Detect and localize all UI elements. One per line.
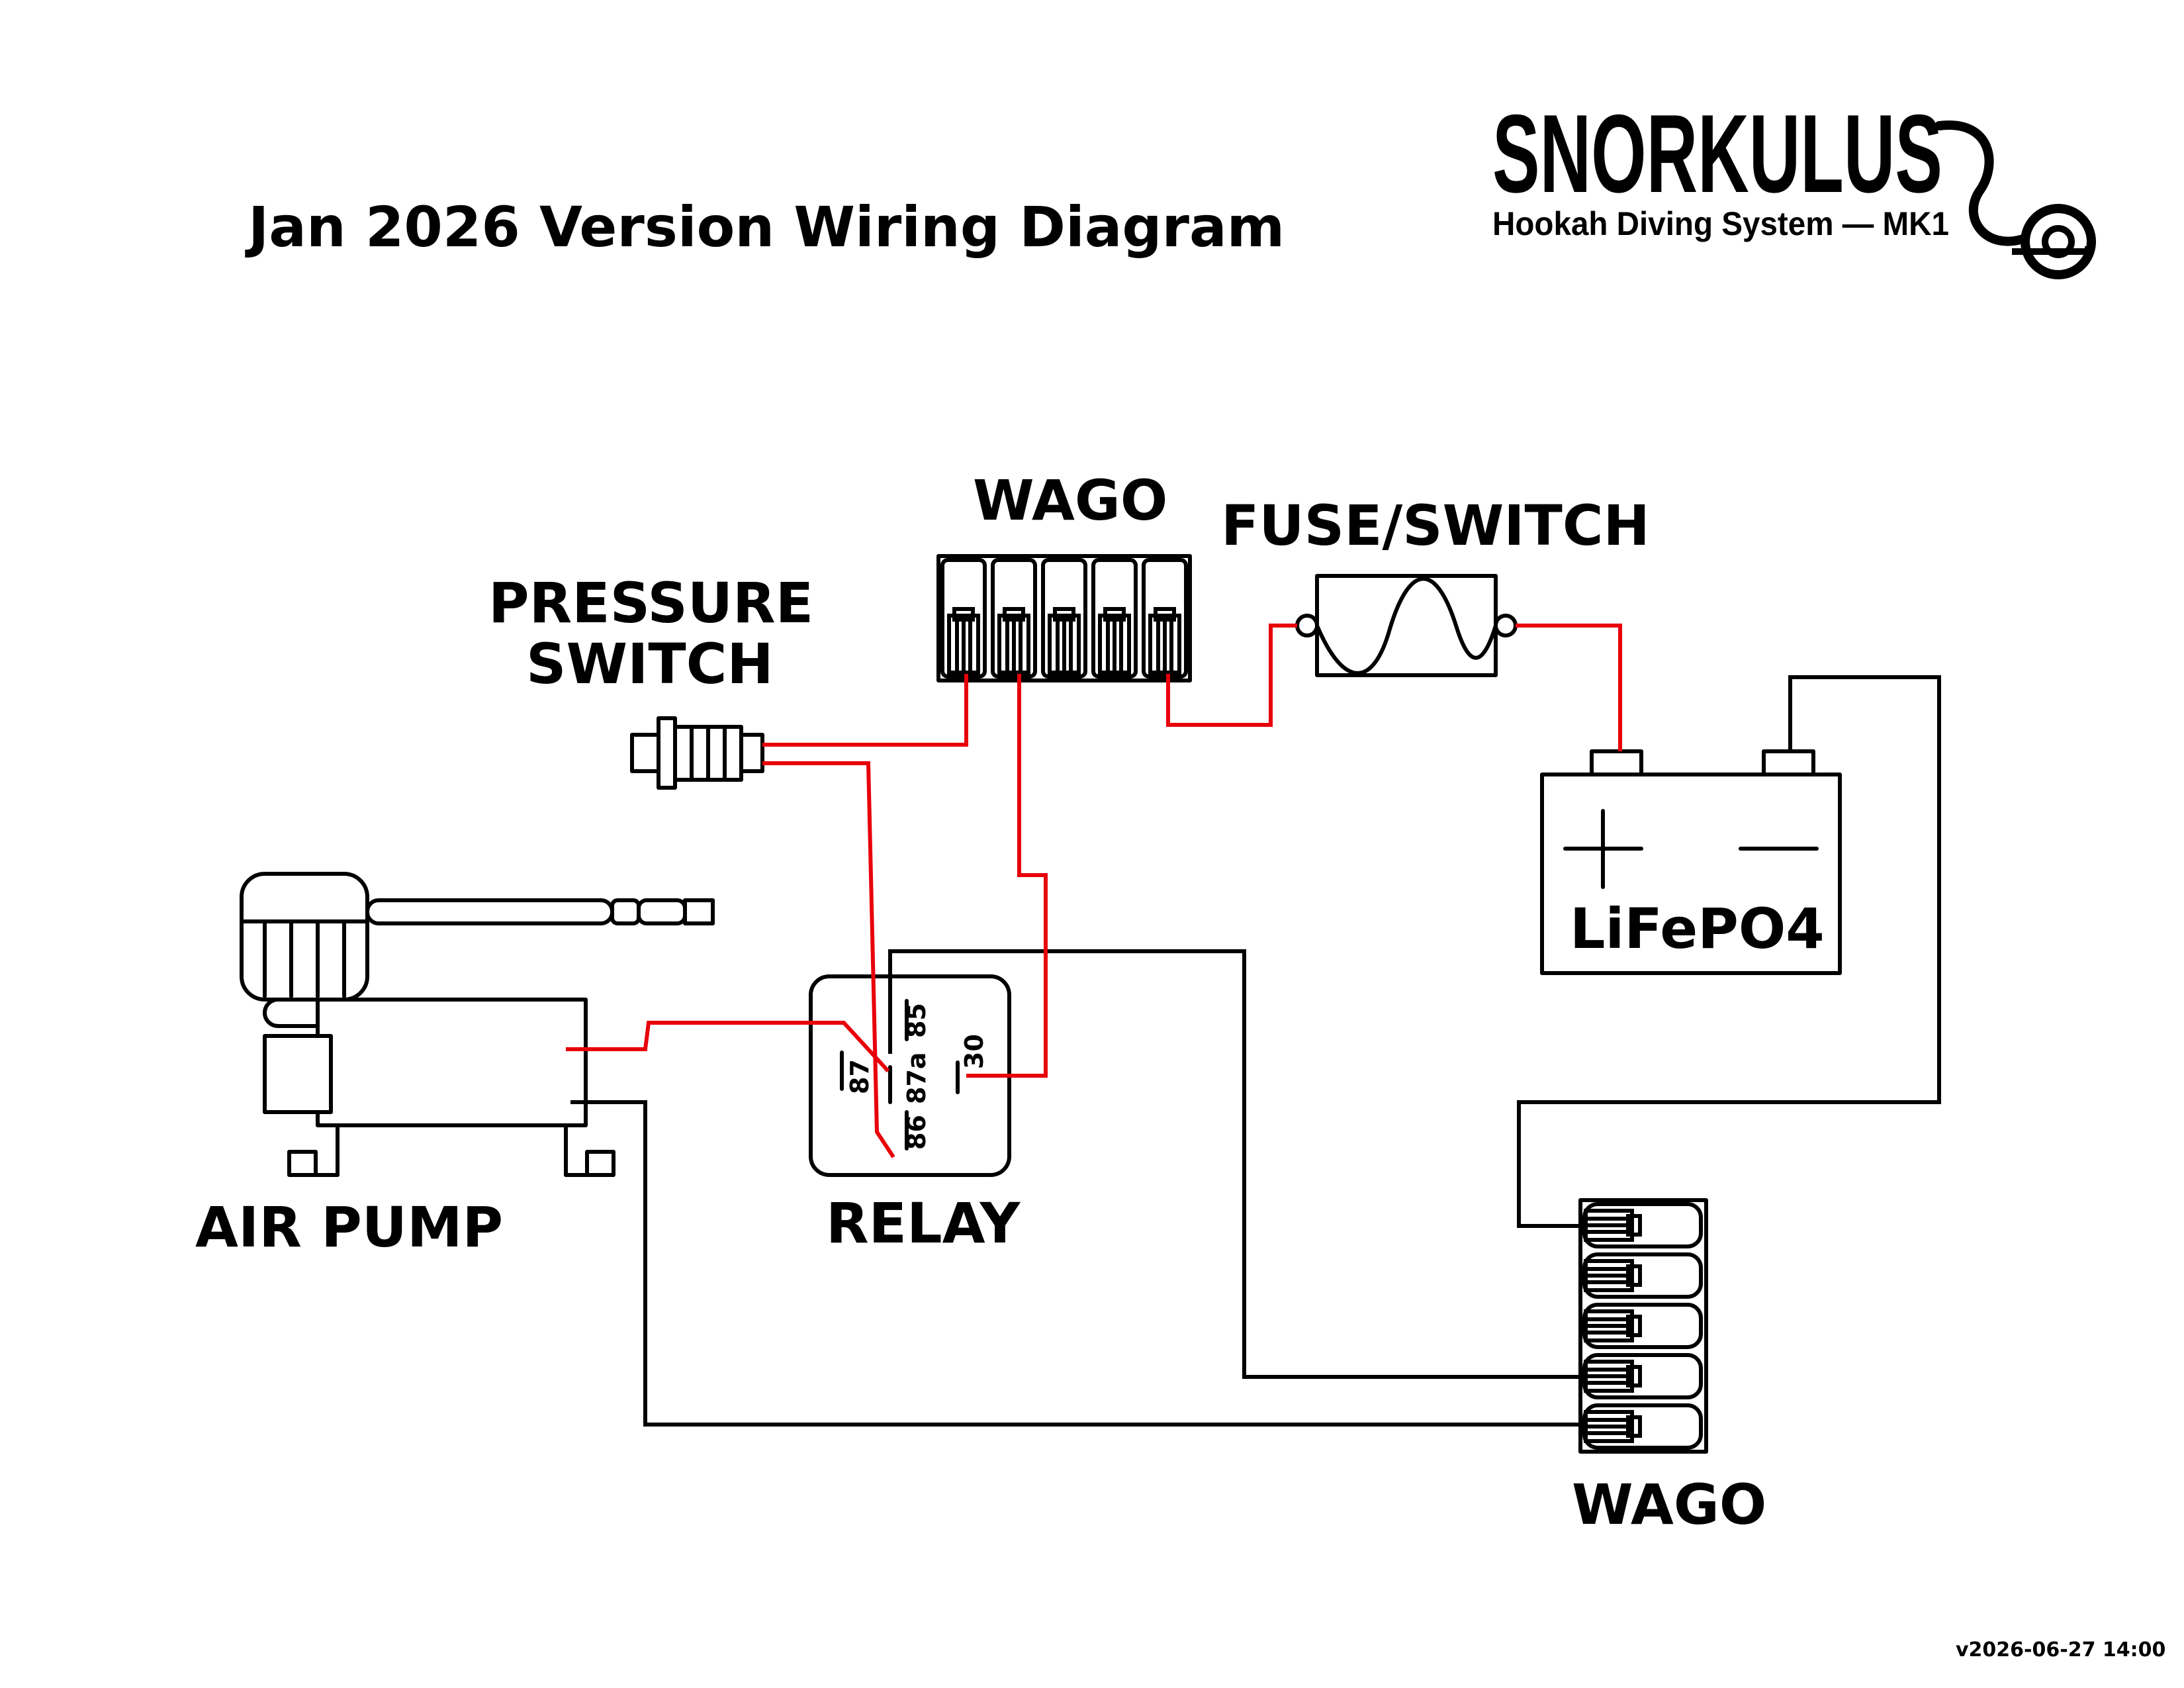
battery-label: LiFePO4 bbox=[1570, 896, 1825, 961]
wago-connector-bottom bbox=[1578, 1198, 1708, 1454]
pump-foot-right bbox=[585, 1150, 615, 1177]
page-title: Jan 2026 Version Wiring Diagram bbox=[245, 195, 1285, 259]
ground-wire-relay85-to-wago bbox=[888, 949, 1586, 1379]
pump-cylinder-head bbox=[240, 872, 369, 1002]
pump-foot-left bbox=[287, 1150, 318, 1177]
red-wire-fuse-to-battery bbox=[1516, 624, 1622, 751]
logo-wordmark: SNORKULUS bbox=[1492, 91, 1942, 216]
air-pump bbox=[240, 872, 715, 1177]
logo-hose-curve bbox=[1934, 120, 2030, 246]
wago-top-label: WAGO bbox=[973, 468, 1167, 533]
battery-positive-post bbox=[1590, 749, 1643, 776]
red-wire-pump-to-relay87 bbox=[566, 1021, 890, 1073]
red-wire-wago-to-fuse bbox=[1166, 624, 1297, 727]
pump-motor-body bbox=[316, 998, 588, 1127]
red-wire-pswitch-to-wago bbox=[762, 674, 968, 747]
snorkulus-logo: SNORKULUS Hookah Diving System — MK1 bbox=[1492, 91, 2096, 279]
pressure-switch-label-line2: SWITCH bbox=[526, 632, 774, 696]
ground-wire-pump-to-wago bbox=[570, 1100, 1586, 1427]
pressure-switch bbox=[630, 716, 764, 790]
battery-lifepo4: LiFePO4 bbox=[1540, 749, 1842, 975]
wago-top-slot-5 bbox=[1142, 558, 1188, 679]
wago-top-slot-4 bbox=[1091, 558, 1138, 679]
pressure-switch-port bbox=[630, 733, 660, 773]
fuse-terminal-right bbox=[1494, 614, 1518, 637]
red-wire-wago-to-relay30 bbox=[966, 674, 1048, 1078]
ground-wire-battery-to-wago bbox=[1517, 675, 1941, 1228]
red-wire-pswitch-to-relay86 bbox=[762, 761, 895, 1158]
pressure-switch-label-line1: PRESSURE bbox=[488, 571, 813, 635]
pump-junction-box bbox=[263, 1034, 333, 1114]
fuse-switch bbox=[1295, 574, 1518, 677]
wago-top-slot-3 bbox=[1041, 558, 1087, 679]
fuse-element-icon bbox=[1315, 577, 1498, 675]
relay-pin-87: 87 bbox=[845, 1059, 874, 1094]
wago-bottom-slot-3 bbox=[1582, 1303, 1703, 1349]
battery-negative-post bbox=[1762, 749, 1815, 776]
wago-connector-top bbox=[936, 554, 1192, 682]
relay-pin-87a: 87a bbox=[902, 1052, 931, 1104]
pump-outlet-hose bbox=[365, 898, 614, 925]
fuse-terminal-left bbox=[1295, 614, 1319, 637]
relay-pin-85: 85 bbox=[902, 1003, 931, 1038]
air-pump-label: AIR PUMP bbox=[195, 1195, 503, 1260]
wago-top-slot-1 bbox=[940, 558, 987, 679]
logo-regulator-icon bbox=[2012, 204, 2096, 279]
relay: 85 87 87a 30 86 bbox=[809, 974, 1011, 1177]
wago-bottom-label: WAGO bbox=[1572, 1472, 1766, 1537]
relay-label: RELAY bbox=[826, 1191, 1021, 1256]
battery-body bbox=[1540, 773, 1842, 975]
pressure-switch-cap bbox=[739, 733, 764, 773]
relay-pin-30: 30 bbox=[960, 1034, 989, 1069]
fuse-switch-label: FUSE/SWITCH bbox=[1221, 493, 1650, 558]
relay-pin-86: 86 bbox=[902, 1115, 931, 1150]
pressure-switch-hex bbox=[657, 716, 677, 790]
wago-top-slot-2 bbox=[991, 558, 1037, 679]
wago-bottom-slot-2 bbox=[1582, 1252, 1703, 1299]
version-stamp: v2026-06-27 14:00 bbox=[1956, 1638, 2165, 1662]
logo-tagline: Hookah Diving System — MK1 bbox=[1492, 205, 1949, 242]
